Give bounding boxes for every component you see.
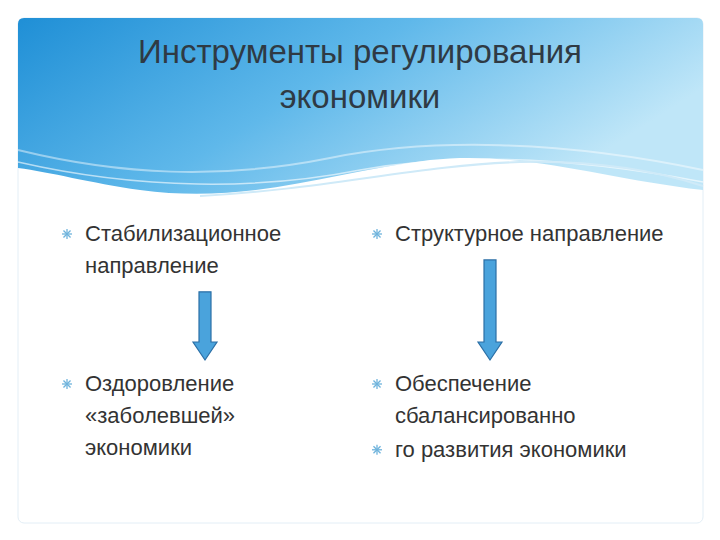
- bullet-item: Структурное направление: [395, 218, 675, 250]
- bullet-item: Оздоровление «заболевшей» экономики: [85, 368, 335, 464]
- bullet-item: Обеспечение сбалансированного развития э…: [395, 368, 687, 466]
- bullet-spoke: [373, 446, 380, 453]
- bullet-spoke: [373, 230, 380, 237]
- bullet-star: [372, 379, 382, 389]
- block-arrow: [193, 292, 217, 360]
- bullet-spoke: [373, 380, 380, 387]
- bullet-text: Структурное направление: [395, 218, 675, 250]
- header-wave: [200, 162, 703, 196]
- slide-frame: [18, 18, 703, 523]
- block-arrow: [478, 260, 502, 360]
- bullet-item: Стабилизационное направление: [85, 218, 335, 282]
- header-band: [18, 18, 703, 194]
- header-wave: [18, 159, 703, 184]
- bullet-text: Обеспечение сбалансированно: [395, 368, 687, 432]
- bullet-text: Стабилизационное направление: [85, 218, 335, 282]
- bullet-star: [372, 229, 382, 239]
- header-wave: [18, 145, 703, 172]
- bullet-text: го развития экономики: [395, 434, 687, 466]
- bullet-spoke: [63, 380, 70, 387]
- bullet-star: [62, 229, 72, 239]
- slide-title: Инструменты регулирования экономики: [100, 30, 620, 120]
- bullet-spoke: [63, 230, 70, 237]
- bullet-star: [62, 379, 72, 389]
- bullet-star: [372, 445, 382, 455]
- bullet-text: Оздоровление «заболевшей» экономики: [85, 368, 335, 464]
